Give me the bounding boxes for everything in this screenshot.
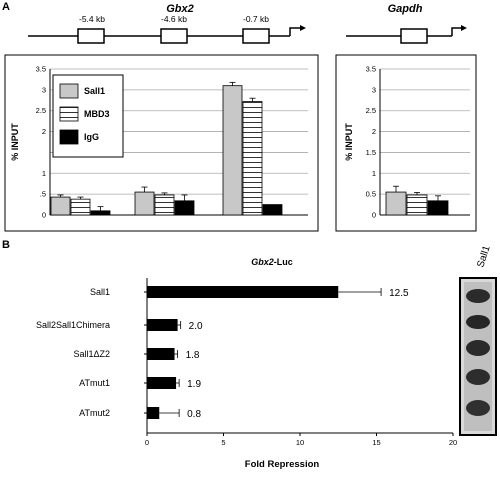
bar xyxy=(147,319,178,331)
gbx2-chart: 0 .5 1 2 2.5 3 3.5 % INPUT xyxy=(10,65,308,220)
bar-sall1 xyxy=(222,85,243,216)
y-tick-label: 0 xyxy=(372,211,376,220)
y-tick-label: 2 xyxy=(372,127,376,136)
region-label-2: -4.6 kb xyxy=(161,14,187,24)
blot-label: Sall1 xyxy=(475,244,492,269)
gbx2-luc-title-italic: Gbx2 xyxy=(251,257,274,267)
x-tick-label: 0 xyxy=(145,438,149,447)
data-label: 0.8 xyxy=(187,409,201,420)
y-tick-label: 2.5 xyxy=(36,106,46,115)
bar-mbd3 xyxy=(70,198,91,216)
data-label: 1.8 xyxy=(186,350,200,361)
region-label-3: -0.7 kb xyxy=(243,14,269,24)
gapdh-gene-diagram xyxy=(346,25,467,44)
bar-igg xyxy=(427,200,449,216)
gbx2-legend: Sall1 MBD3 IgG xyxy=(52,74,124,158)
category-label: ATmut1 xyxy=(79,378,110,388)
y-tick-label: .5 xyxy=(40,190,46,199)
bar-igg xyxy=(174,200,195,216)
gbx2-gene-title: Gbx2 xyxy=(166,3,194,15)
category-label: ATmut2 xyxy=(79,408,110,418)
bar xyxy=(147,348,175,360)
legend-swatch-igg xyxy=(59,129,79,145)
x-tick-label: 20 xyxy=(449,438,457,447)
legend-swatch-mbd3 xyxy=(59,106,79,122)
y-axis-label: % INPUT xyxy=(344,123,354,161)
legend-label-mbd3: MBD3 xyxy=(84,109,110,119)
western-blot: Sall1 xyxy=(459,244,497,436)
y-tick-label: 1.5 xyxy=(366,148,376,157)
bar-mbd3 xyxy=(242,101,263,216)
legend-label-igg: IgG xyxy=(84,132,99,142)
y-tick-label: 0.5 xyxy=(366,190,376,199)
bar-sall1 xyxy=(134,191,155,216)
gapdh-chart: 0 0.5 1 1.5 2 2.5 3 3.5 % INPUT xyxy=(344,65,470,220)
data-label: 1.9 xyxy=(187,379,201,390)
gapdh-chart-frame xyxy=(335,54,477,232)
gbx2-chart-frame xyxy=(4,54,319,232)
bar-igg xyxy=(90,210,111,216)
gapdh-gene-title: Gapdh xyxy=(388,3,423,15)
x-tick-label: 5 xyxy=(221,438,225,447)
region-label-1: -5.4 kb xyxy=(79,14,105,24)
bar xyxy=(147,407,160,419)
gbx2-luc-title: Gbx2-Luc xyxy=(251,257,293,267)
bar-mbd3 xyxy=(154,194,175,216)
y-tick-label: 1 xyxy=(42,169,46,178)
gbx2-luc-title-rest: -Luc xyxy=(274,257,293,267)
bar-sall1 xyxy=(385,191,407,216)
bar-igg xyxy=(262,204,283,216)
y-tick-label: 3.5 xyxy=(36,65,46,74)
y-tick-label: 2.5 xyxy=(366,106,376,115)
y-tick-label: 3 xyxy=(372,85,376,94)
y-tick-label: 3 xyxy=(42,85,46,94)
category-label: Sall1 xyxy=(90,287,110,297)
panel-a-letter: A xyxy=(2,1,10,13)
bar xyxy=(147,286,339,298)
legend-label-sall1: Sall1 xyxy=(84,86,105,96)
bar-mbd3 xyxy=(406,194,428,216)
y-axis-label: % INPUT xyxy=(10,123,20,161)
data-label: 2.0 xyxy=(189,321,203,332)
y-tick-label: 3.5 xyxy=(366,65,376,74)
x-axis-label: Fold Repression xyxy=(245,459,320,470)
category-label: Sall2Sall1Chimera xyxy=(36,320,110,330)
x-tick-label: 10 xyxy=(296,438,304,447)
y-tick-label: 2 xyxy=(42,127,46,136)
gbx2-gene-diagram xyxy=(28,25,306,44)
panel-b-letter: B xyxy=(2,239,10,251)
legend-swatch-sall1 xyxy=(59,83,79,99)
data-label: 12.5 xyxy=(389,288,409,299)
x-tick-label: 15 xyxy=(372,438,380,447)
bar xyxy=(147,377,177,389)
bar-sall1 xyxy=(50,196,71,216)
y-tick-label: 1 xyxy=(372,169,376,178)
y-tick-label: 0 xyxy=(42,211,46,220)
category-label: Sall1ΔZ2 xyxy=(73,349,110,359)
